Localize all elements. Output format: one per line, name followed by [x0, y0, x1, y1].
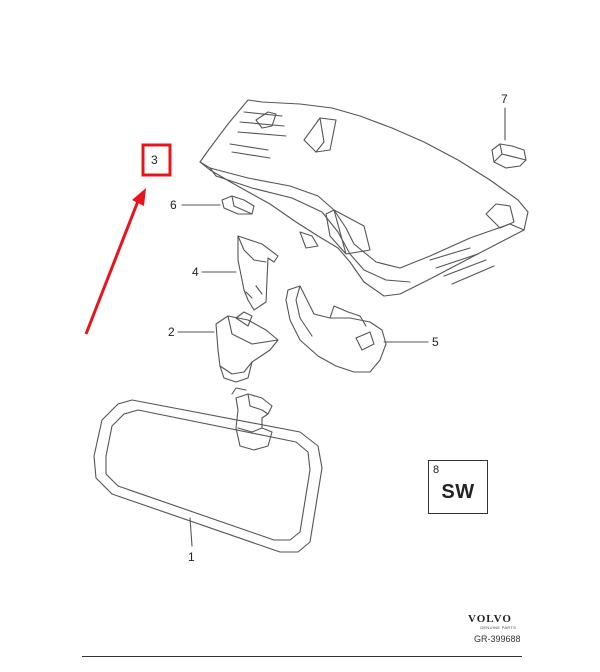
- callout-7: 7: [501, 92, 508, 106]
- part-4-bracket: [201, 235, 279, 311]
- part-1-mirror: [93, 399, 323, 553]
- callout-2: 2: [168, 325, 175, 339]
- highlight-arrow-line: [84, 195, 142, 335]
- sw-legend-box: 8 SW: [428, 460, 488, 514]
- highlight-annotation: [84, 143, 172, 335]
- part-3-cover: [199, 99, 529, 297]
- part-2-mount: [177, 311, 279, 383]
- callout-3: 3: [151, 153, 158, 167]
- highlight-box: [141, 143, 172, 177]
- callout-8: 8: [433, 464, 440, 476]
- part-5-cover: [285, 285, 429, 373]
- part-7-clip: [491, 107, 527, 169]
- volvo-logo: VOLVO: [468, 613, 512, 625]
- callout-6: 6: [170, 198, 177, 212]
- reference-number: GR-399688: [474, 634, 521, 644]
- genuine-parts-label: GENUINE PARTS: [480, 625, 517, 630]
- bottom-divider: [82, 656, 522, 657]
- mirror-arm: [231, 387, 273, 451]
- sw-label: SW: [441, 481, 475, 503]
- callout-4: 4: [192, 265, 199, 279]
- callout-1: 1: [188, 550, 195, 564]
- part-6-clip: [181, 195, 255, 215]
- highlight-arrow-head: [132, 188, 146, 206]
- callout-5: 5: [432, 335, 439, 349]
